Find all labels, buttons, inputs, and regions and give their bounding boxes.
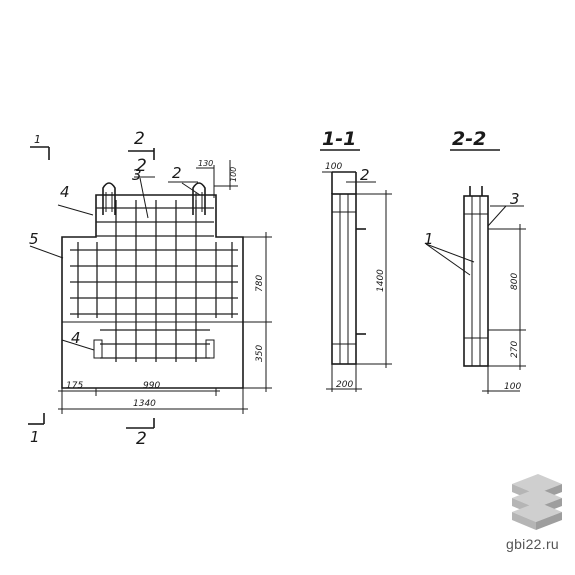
callout-1-sec22: 1 [424, 230, 434, 248]
cut-marker-1-bottom: 1 [28, 413, 45, 446]
callout-3: 3 [132, 166, 142, 184]
svg-text:2: 2 [136, 429, 147, 449]
callout-4-top: 4 [60, 183, 70, 201]
dim-350: 350 [255, 345, 265, 362]
section-1-1: 1-1 100 2 1400 200 [320, 128, 392, 392]
dim-800: 800 [510, 273, 520, 290]
bottom-pocket-right [205, 339, 215, 359]
section-2-2-body [463, 195, 489, 367]
cut-marker-2-bottom: 2 [126, 418, 155, 449]
callout-2-right: 2 [172, 164, 182, 182]
dim-780: 780 [255, 275, 265, 292]
lifting-loop-right [192, 182, 206, 215]
svg-text:2: 2 [134, 129, 145, 149]
dim-100-sec22: 100 [504, 382, 521, 392]
bottom-pocket-left [93, 339, 103, 359]
plan-view: 2 3 2 4 5 4 130 100 780 350 175 990 1340 [28, 129, 272, 449]
dim-175: 175 [66, 381, 83, 391]
section-1-1-title: 1-1 [322, 128, 356, 150]
stacked-slabs-icon [512, 474, 562, 530]
section-2-2: 2-2 3 1 800 270 100 [424, 128, 526, 394]
dim-200: 200 [336, 380, 353, 390]
dim-270: 270 [510, 341, 520, 358]
callout-5: 5 [29, 230, 39, 248]
section-2-2-title: 2-2 [452, 128, 486, 150]
svg-text:1: 1 [30, 428, 40, 446]
dim-1400: 1400 [376, 269, 386, 292]
dim-100-sec11: 100 [325, 162, 342, 172]
lifting-loop-left [102, 182, 116, 215]
dim-1340: 1340 [133, 399, 156, 409]
dim-990: 990 [143, 381, 160, 391]
reinforcement-grid [70, 200, 238, 362]
svg-text:1: 1 [34, 133, 41, 146]
callout-4-bottom: 4 [71, 329, 81, 347]
cut-marker-2-top: 2 [128, 129, 155, 160]
dim-100-top: 100 [229, 167, 238, 182]
callout-3-sec22: 3 [510, 190, 520, 208]
callout-2-top: 2 [136, 156, 147, 176]
site-watermark: gbi22.ru [506, 536, 559, 552]
callout-2-sec11: 2 [360, 166, 370, 184]
dim-130: 130 [198, 159, 213, 168]
section-1-1-body [331, 193, 357, 365]
cut-marker-1-top: 1 [30, 133, 50, 160]
